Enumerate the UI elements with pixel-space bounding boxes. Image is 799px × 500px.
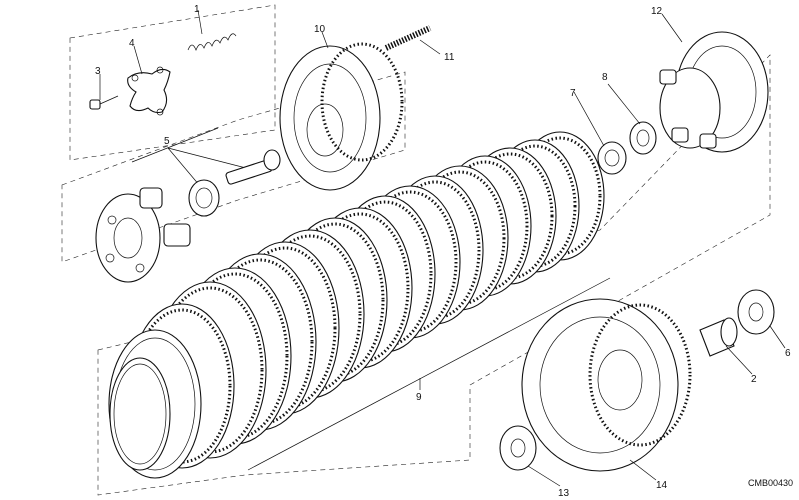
clutch-drum-part-10 [279,42,404,191]
callout-8: 8 [602,72,608,83]
bushing-part-2 [699,317,738,357]
callout-13: 13 [558,488,570,499]
clutch-hub-part-12 [659,31,769,153]
washer-part-13 [499,425,537,471]
pressure-plate-part-5 [95,187,191,283]
clutch-basket-part-14 [521,298,692,472]
callout-1: 1 [194,4,200,15]
callout-5: 5 [164,136,170,147]
plate-stack-part-9 [108,131,605,479]
drawing-code: CMB00430 [748,478,793,488]
group-bracket-5 [131,127,247,187]
callout-11: 11 [444,52,455,63]
callout-3: 3 [95,66,101,77]
callout-9: 9 [416,392,422,403]
callouts: 1 2 3 4 5 6 7 8 9 10 11 12 13 14 CMB0043… [95,4,793,499]
callout-12: 12 [651,6,663,17]
bolt-part-3 [89,95,119,110]
callout-6: 6 [785,348,791,359]
washer-part-8 [629,121,657,155]
bearing-part-5 [188,179,220,217]
pushrod-part-5 [225,149,281,185]
callout-14: 14 [656,480,668,491]
group-frames [61,4,771,496]
callout-10: 10 [314,24,326,35]
group-bracket-9 [247,277,611,471]
plate-part-4 [127,66,171,116]
spring-part-11 [384,25,432,51]
callout-4: 4 [129,38,135,49]
nut-part-7 [597,141,627,175]
spring-part-1 [187,33,237,51]
washer-part-6 [737,289,775,335]
callout-7: 7 [570,88,576,99]
leader-lines [99,9,786,487]
callout-2: 2 [751,374,757,385]
